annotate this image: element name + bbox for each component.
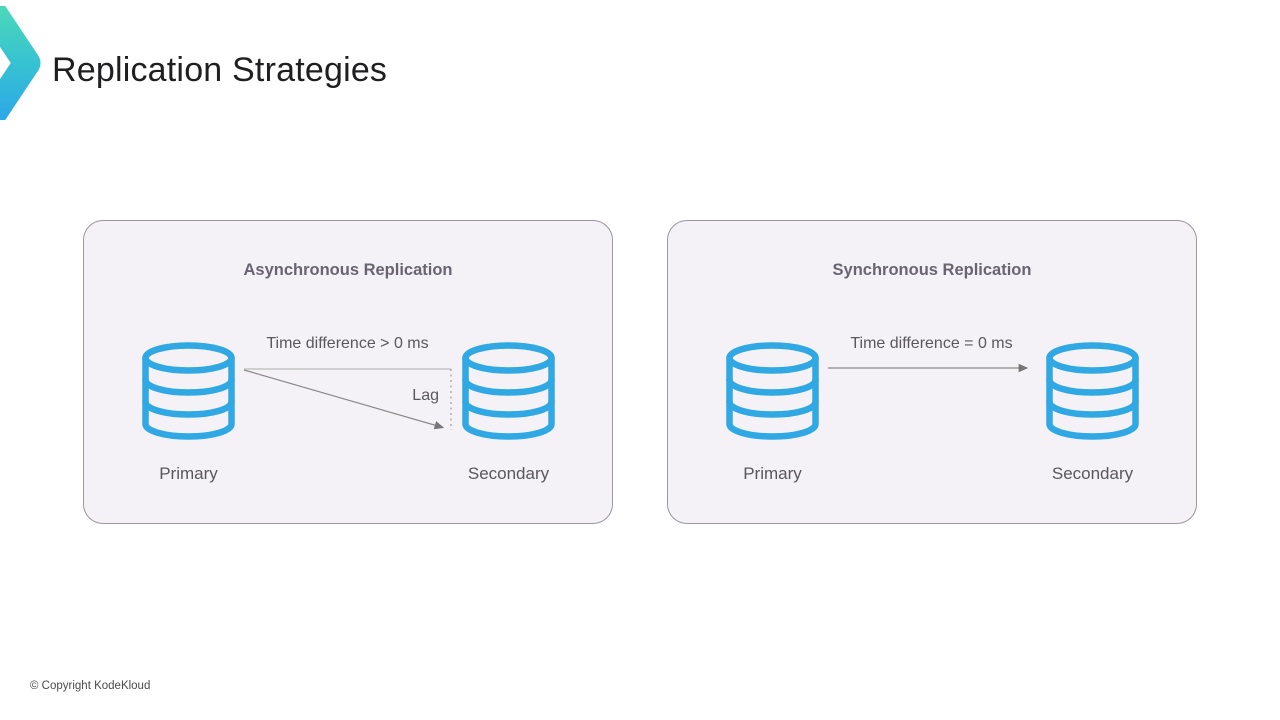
- panel-synchronous-replication: Synchronous Replication Time difference …: [667, 220, 1197, 524]
- page-title: Replication Strategies: [52, 51, 388, 89]
- secondary-database-icon: [461, 342, 556, 442]
- primary-label: Primary: [159, 464, 218, 483]
- primary-label: Primary: [743, 464, 802, 483]
- kodekloud-logo-icon: [0, 6, 41, 120]
- primary-database-icon: [141, 342, 236, 442]
- secondary-label: Secondary: [1051, 464, 1134, 483]
- panel-title: Synchronous Replication: [832, 261, 1032, 279]
- lag-label: Lag: [412, 387, 439, 404]
- secondary-label: Secondary: [467, 464, 550, 483]
- panel-title: Asynchronous Replication: [243, 261, 453, 279]
- copyright-text: © Copyright KodeKloud: [30, 680, 151, 692]
- panel-asynchronous-replication: Asynchronous Replication Time difference…: [83, 220, 613, 524]
- primary-database-icon: [725, 342, 820, 442]
- time-difference-label: Time difference = 0 ms: [850, 335, 1013, 352]
- time-difference-label: Time difference > 0 ms: [266, 335, 429, 352]
- secondary-database-icon: [1045, 342, 1140, 442]
